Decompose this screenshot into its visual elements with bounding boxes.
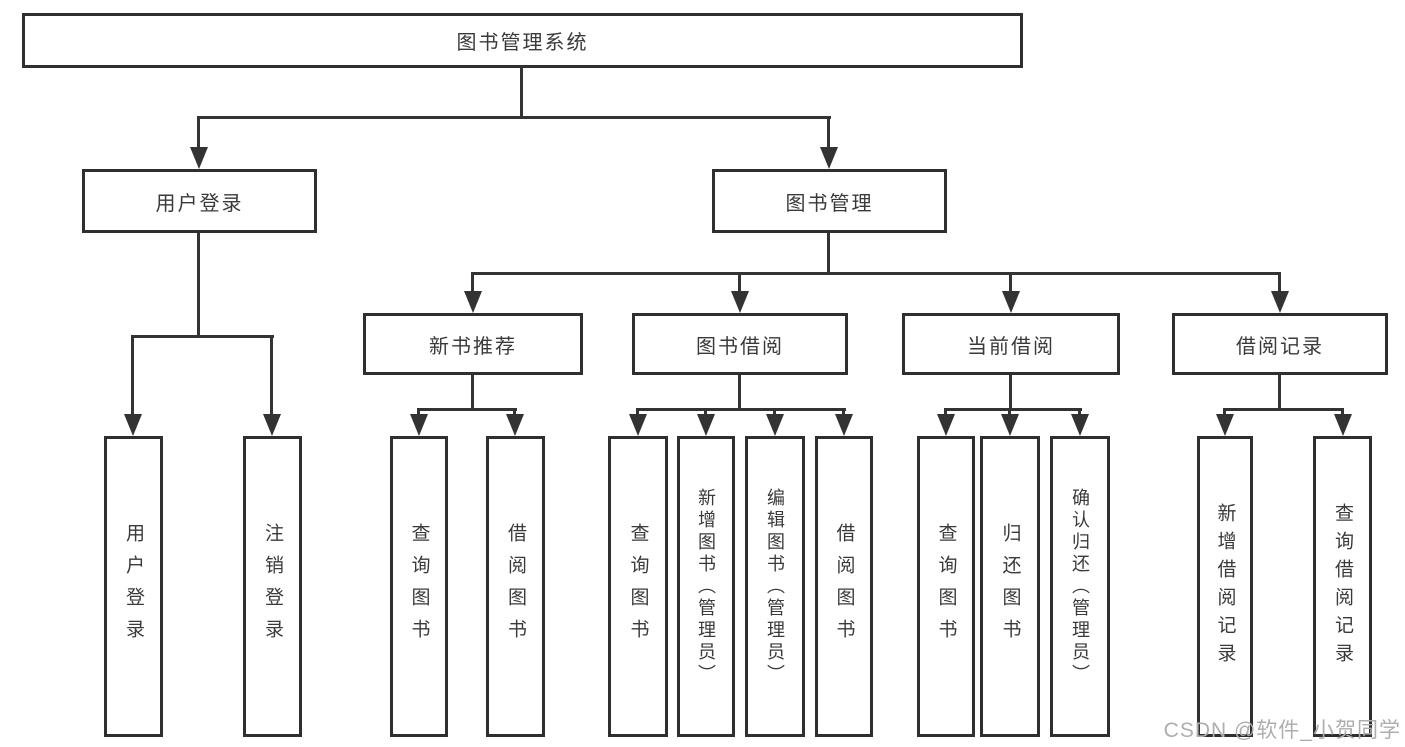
connector-drop-br-query (1341, 408, 1344, 416)
connector-root-stem (520, 66, 523, 119)
arrow-down-icon (731, 291, 749, 313)
node-new-book-recommend: 新书推荐 (363, 313, 583, 375)
connector-borrow-record-rail (1223, 408, 1344, 411)
arrow-down-icon (124, 414, 142, 436)
node-root: 图书管理系统 (22, 13, 1023, 68)
connector-drop-bb-edit (773, 408, 776, 416)
node-user-login-label: 用户登录 (155, 192, 244, 215)
node-user-login: 用户登录 (82, 169, 317, 233)
connector-drop-cb-return (1008, 408, 1011, 416)
leaf-bb-query-book-label: 查询图书 (627, 522, 649, 651)
leaf-bb-borrow-book: 借阅图书 (815, 436, 873, 737)
connector-new-book-rail (417, 408, 517, 411)
leaf-nb-query-book: 查询图书 (390, 436, 448, 737)
connector-root-rail (197, 116, 831, 119)
arrow-down-icon (464, 291, 482, 313)
leaf-nb-borrow-book: 借阅图书 (486, 436, 545, 737)
node-borrow-record-label: 借阅记录 (1236, 335, 1324, 358)
arrow-down-icon (937, 414, 955, 436)
leaf-bb-query-book: 查询图书 (608, 436, 668, 737)
node-new-book-recommend-label: 新书推荐 (429, 335, 517, 358)
connector-user-login-rail (131, 335, 274, 338)
arrow-down-icon (629, 414, 647, 436)
node-current-borrow-label: 当前借阅 (967, 335, 1055, 358)
arrow-down-icon (506, 414, 524, 436)
arrow-down-icon (766, 414, 784, 436)
leaf-bb-add-book-admin: 新增图书（管理员） (677, 436, 735, 737)
arrow-down-icon (1334, 414, 1352, 436)
connector-drop-cb-query (944, 408, 947, 416)
csdn-watermark: CSDN @软件_小贺同学 (1163, 719, 1401, 742)
arrow-down-icon (697, 414, 715, 436)
arrow-down-icon (1001, 414, 1019, 436)
connector-drop-nb-borrow (513, 408, 516, 416)
connector-book-management-rail (471, 272, 1281, 275)
leaf-nb-query-book-label: 查询图书 (408, 522, 430, 651)
connector-current-borrow-rail (944, 408, 1082, 411)
connector-new-book-stem (471, 375, 474, 411)
arrow-down-icon (1002, 291, 1020, 313)
node-book-management: 图书管理 (712, 169, 947, 233)
leaf-logout: 注销登录 (243, 436, 302, 737)
arrow-down-icon (835, 414, 853, 436)
leaf-logout-label: 注销登录 (262, 522, 283, 651)
node-current-borrow: 当前借阅 (902, 313, 1120, 375)
connector-drop-borrow-record (1278, 272, 1281, 293)
connector-book-borrow-stem (738, 375, 741, 411)
connector-book-borrow-rail (636, 408, 846, 411)
leaf-cb-return-book: 归还图书 (980, 436, 1040, 737)
connector-drop-cb-confirm (1078, 408, 1081, 416)
arrow-down-icon (410, 414, 428, 436)
leaf-cb-return-book-label: 归还图书 (999, 522, 1021, 651)
leaf-br-query-record-label: 查询借阅记录 (1332, 502, 1353, 671)
leaf-br-query-record: 查询借阅记录 (1313, 436, 1372, 737)
node-book-borrow: 图书借阅 (632, 313, 848, 375)
leaf-bb-edit-book-admin-label: 编辑图书（管理员） (765, 487, 785, 686)
leaf-cb-query-book-label: 查询图书 (935, 522, 957, 651)
leaf-user-login-label: 用户登录 (123, 522, 144, 651)
node-borrow-record: 借阅记录 (1172, 313, 1388, 375)
leaf-cb-confirm-return-admin-label: 确认归还（管理员） (1070, 487, 1090, 686)
connector-drop-current-borrow (1009, 272, 1012, 293)
node-book-borrow-label: 图书借阅 (696, 335, 784, 358)
connector-current-borrow-stem (1009, 375, 1012, 411)
connector-drop-book-borrow (738, 272, 741, 293)
connector-borrow-record-stem (1278, 375, 1281, 411)
connector-drop-leaf-user-login (131, 335, 134, 416)
connector-drop-new-book-recommend (471, 272, 474, 293)
arrow-down-icon (820, 147, 838, 169)
leaf-bb-edit-book-admin: 编辑图书（管理员） (745, 436, 805, 737)
leaf-nb-borrow-book-label: 借阅图书 (505, 522, 526, 651)
leaf-bb-borrow-book-label: 借阅图书 (833, 522, 855, 651)
arrow-down-icon (1271, 291, 1289, 313)
connector-user-login-stem (197, 233, 200, 338)
connector-drop-bb-borrow (842, 408, 845, 416)
leaf-cb-confirm-return-admin: 确认归还（管理员） (1050, 436, 1110, 737)
arrow-down-icon (263, 414, 281, 436)
node-root-label: 图书管理系统 (456, 32, 589, 54)
node-book-management-label: 图书管理 (785, 192, 874, 215)
connector-book-management-stem (827, 233, 830, 275)
connector-drop-br-add (1223, 408, 1226, 416)
arrow-down-icon (190, 147, 208, 169)
connector-drop-nb-query (417, 408, 420, 416)
connector-drop-leaf-logout (270, 335, 273, 416)
connector-drop-bb-query (636, 408, 639, 416)
leaf-br-add-record-label: 新增借阅记录 (1214, 502, 1236, 671)
connector-drop-bb-add (704, 408, 707, 416)
connector-drop-user-login (197, 116, 200, 148)
connector-drop-book-management (827, 116, 830, 148)
arrow-down-icon (1216, 414, 1234, 436)
leaf-bb-add-book-admin-label: 新增图书（管理员） (696, 487, 716, 686)
arrow-down-icon (1071, 414, 1089, 436)
leaf-br-add-record: 新增借阅记录 (1197, 436, 1253, 737)
leaf-user-login: 用户登录 (104, 436, 163, 737)
leaf-cb-query-book: 查询图书 (917, 436, 975, 737)
